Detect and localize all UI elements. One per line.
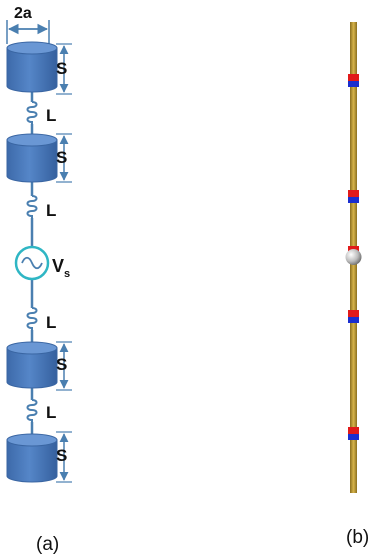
loading-marker bbox=[348, 427, 359, 440]
source-label-text: Vs bbox=[52, 256, 70, 280]
segment-label: S bbox=[56, 59, 67, 78]
segment-label: S bbox=[56, 355, 67, 374]
loading-marker bbox=[348, 190, 359, 203]
source-label: V bbox=[52, 256, 64, 276]
segment-label: S bbox=[56, 148, 67, 167]
source-subscript: s bbox=[64, 268, 70, 280]
width-dimension: 2a bbox=[6, 5, 50, 44]
voltage-source: Vs bbox=[14, 245, 70, 281]
cylinder-segment bbox=[6, 41, 58, 93]
segment-dimension: S bbox=[56, 133, 72, 183]
cylinder-segment bbox=[6, 341, 58, 389]
panel-b: (b) bbox=[345, 22, 369, 548]
inductor: L bbox=[26, 195, 56, 220]
inductor: L bbox=[26, 399, 56, 422]
inductor: L bbox=[26, 307, 56, 332]
inductor-label: L bbox=[46, 403, 56, 422]
segment-dimension: S bbox=[56, 341, 72, 391]
caption-b: (b) bbox=[346, 527, 369, 548]
segment-dimension: S bbox=[56, 431, 72, 483]
cylinder-segment bbox=[6, 133, 58, 183]
cylinder-segment bbox=[6, 433, 58, 483]
inductor-label: L bbox=[46, 106, 56, 125]
feed-point bbox=[345, 246, 362, 265]
sine-wave-icon bbox=[21, 256, 43, 270]
caption-a: (a) bbox=[36, 534, 59, 555]
source-sphere bbox=[345, 249, 362, 265]
inductor-label: L bbox=[46, 313, 56, 332]
segment-label: S bbox=[56, 446, 67, 465]
inductor-label: L bbox=[46, 201, 56, 220]
segment-dimension: S bbox=[56, 43, 72, 95]
loading-marker bbox=[348, 310, 359, 323]
inductor: L bbox=[26, 101, 56, 125]
panel-a: 2a S L bbox=[6, 5, 72, 555]
loading-marker bbox=[348, 74, 359, 87]
width-label: 2a bbox=[14, 5, 32, 22]
